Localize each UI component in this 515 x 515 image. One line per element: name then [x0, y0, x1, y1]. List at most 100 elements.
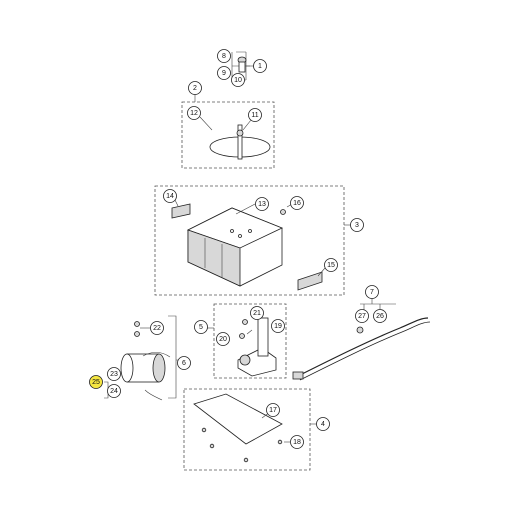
assembly-6-motor	[104, 315, 182, 401]
callout-label: 17	[269, 407, 277, 414]
assembly-4-baseplate	[183, 388, 318, 471]
callout-15: 15	[324, 258, 338, 272]
screw-part	[280, 209, 286, 215]
housing-hole	[238, 234, 242, 238]
callout-circle	[250, 306, 264, 320]
base-plate-part	[193, 393, 283, 445]
callout-circle	[163, 189, 177, 203]
callout-label: 21	[253, 310, 261, 317]
screw-part	[209, 443, 215, 449]
callout-circle	[216, 332, 230, 346]
callout-label: 11	[251, 112, 258, 119]
assembly-1-hardware	[231, 51, 257, 81]
callout-2: 2	[188, 81, 202, 95]
callout-20: 20	[216, 332, 230, 346]
callout-label: 13	[258, 201, 266, 208]
housing-hole	[230, 229, 234, 233]
screw-part	[277, 439, 283, 445]
callout-label: 12	[190, 110, 198, 117]
callout-26: 26	[373, 309, 387, 323]
callout-21: 21	[250, 306, 264, 320]
callout-12: 12	[187, 106, 201, 120]
callout-circle	[271, 319, 285, 333]
assembly-5-gearmotor	[206, 303, 287, 379]
assembly-2-plate	[181, 94, 275, 169]
callout-label: 20	[219, 336, 227, 343]
callout-label: 7	[370, 289, 374, 296]
callout-circle	[188, 81, 202, 95]
callout-label: 6	[182, 360, 186, 367]
screw-part	[134, 331, 140, 337]
callout-23: 23	[107, 367, 121, 381]
callout-label: 24	[110, 388, 118, 395]
callout-label: 25	[92, 379, 100, 386]
bolt-part	[239, 333, 245, 339]
callout-22: 22	[150, 321, 164, 335]
callout-circle	[365, 285, 379, 299]
assembly-3-box	[154, 185, 345, 296]
assembly-3-housing	[154, 185, 352, 296]
callout-circle	[255, 197, 269, 211]
callout-19: 19	[271, 319, 285, 333]
callout-label: 18	[293, 439, 301, 446]
callout-circle	[150, 321, 164, 335]
callout-label: 19	[274, 323, 282, 330]
motor-end	[120, 353, 134, 383]
callout-circle	[253, 59, 267, 73]
callout-label: 3	[355, 222, 359, 229]
callout-layer: 1234567891011121314151617181920212223242…	[89, 49, 387, 449]
callout-label: 15	[327, 262, 335, 269]
cable-connector-part	[292, 371, 304, 380]
callout-6: 6	[177, 356, 191, 370]
callout-label: 22	[153, 325, 161, 332]
assembly-5-box	[213, 303, 287, 379]
callout-circle	[355, 309, 369, 323]
callout-11: 11	[248, 108, 262, 122]
shaft-collar	[236, 129, 244, 137]
callout-circle	[248, 108, 262, 122]
callout-circle	[290, 435, 304, 449]
warning-label-part	[297, 271, 323, 291]
callout-circle	[373, 309, 387, 323]
screw-part	[243, 457, 249, 463]
callout-circle	[89, 375, 103, 389]
callout-circle	[107, 384, 121, 398]
callout-7: 7	[365, 285, 379, 299]
callout-label: 1	[258, 63, 262, 70]
callout-18: 18	[290, 435, 304, 449]
callout-label: 26	[376, 313, 384, 320]
callout-8: 8	[217, 49, 231, 63]
callout-13: 13	[255, 197, 269, 211]
callout-9: 9	[217, 66, 231, 80]
callout-1: 1	[253, 59, 267, 73]
callout-circle	[324, 258, 338, 272]
callout-circle	[231, 73, 245, 87]
callout-14: 14	[163, 189, 177, 203]
assembly-7-cable	[292, 298, 431, 381]
callout-label: 23	[110, 371, 118, 378]
callout-label: 14	[166, 193, 174, 200]
callout-label: 2	[193, 85, 197, 92]
callout-label: 27	[358, 313, 366, 320]
callout-circle	[187, 106, 201, 120]
callout-circle	[107, 367, 121, 381]
callout-17: 17	[266, 403, 280, 417]
assembly-2-box	[181, 101, 275, 169]
callout-label: 5	[199, 324, 203, 331]
callout-label: 9	[222, 70, 226, 77]
decal-part	[171, 203, 191, 219]
callout-circle	[290, 196, 304, 210]
motor-shaft-part	[257, 317, 269, 357]
callout-circle	[350, 218, 364, 232]
callout-circle	[217, 66, 231, 80]
housing-front	[187, 229, 241, 287]
callout-16: 16	[290, 196, 304, 210]
callout-label: 4	[321, 421, 325, 428]
callout-circle	[177, 356, 191, 370]
pulley-part	[239, 354, 251, 366]
screw-part	[134, 321, 140, 327]
assembly-4-box	[183, 388, 311, 471]
callout-circle	[194, 320, 208, 334]
housing-hole	[248, 229, 252, 233]
